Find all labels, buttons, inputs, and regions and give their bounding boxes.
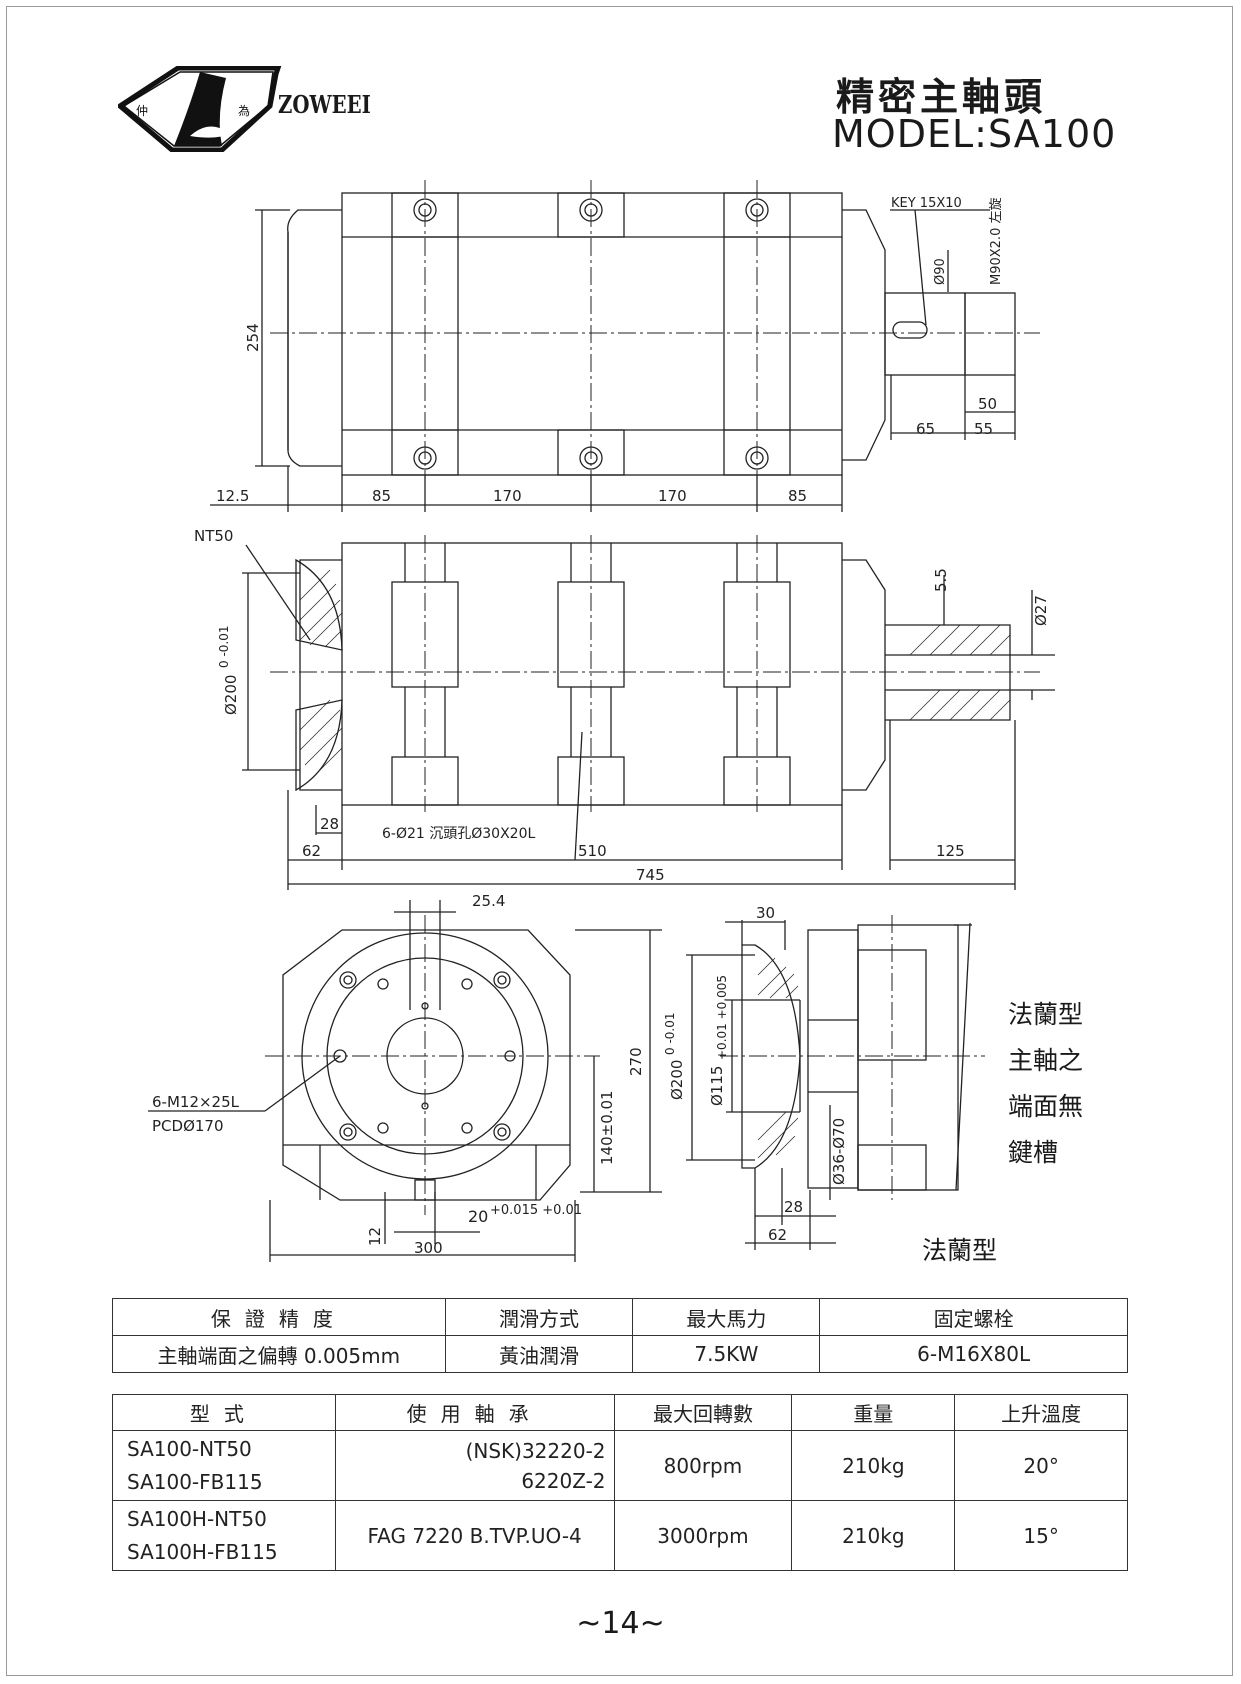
model-name: SA100-FB115	[127, 1469, 263, 1494]
spec-table: 保證精度 潤滑方式 最大馬力 固定螺栓 主軸端面之偏轉 0.005mm 黃油潤滑…	[112, 1298, 1128, 1373]
model-header-weight: 重量	[791, 1394, 956, 1431]
table-row: SA100H-NT50 SA100H-FB115 FAG 7220 B.TVP.…	[112, 1500, 1128, 1571]
note-line-4: 鍵槽	[1008, 1138, 1059, 1167]
dim-pcd: PCDØ170	[152, 1117, 224, 1135]
rpm-cell: 800rpm	[613, 1430, 793, 1501]
dim-510: 510	[578, 842, 607, 860]
front-view-outline	[282, 929, 571, 1201]
dim-20: 20	[468, 1207, 488, 1226]
temp-cell: 20°	[954, 1430, 1128, 1501]
model-header-temp: 上升溫度	[954, 1394, 1128, 1431]
model-cell: SA100H-NT50 SA100H-FB115	[112, 1500, 336, 1571]
page-title: 精密主軸頭	[836, 75, 1047, 119]
dim-28: 28	[320, 815, 339, 833]
logo-char-1: 仲	[136, 104, 148, 118]
dim-d36-70: Ø36-Ø70	[830, 1118, 848, 1185]
page-border	[6, 6, 1233, 1676]
note-line-1: 法蘭型	[1008, 1000, 1084, 1029]
dim-65: 65	[916, 420, 935, 438]
flange-label: 法蘭型	[922, 1236, 998, 1265]
dim-12: 12	[366, 1227, 384, 1246]
model-header-bearing: 使用軸承	[334, 1394, 615, 1431]
note-line-2: 主軸之	[1008, 1046, 1084, 1075]
dim-85-left: 85	[372, 487, 391, 505]
bearing-name: (NSK)32220-2	[465, 1438, 606, 1463]
spec-power: 7.5KW	[632, 1335, 821, 1373]
model-title: MODEL:SA100	[832, 112, 1117, 156]
dim-140: 140±0.01	[598, 1090, 616, 1165]
dim-d200-tol: 0 -0.01	[217, 626, 231, 669]
dim-62b: 62	[768, 1226, 787, 1244]
zoweei-logo: 仲 為	[118, 66, 282, 152]
model-table: 型式 使用軸承 最大回轉數 重量 上升溫度 SA100-NT50 SA100-F…	[112, 1394, 1128, 1571]
spec-header-bolt: 固定螺栓	[819, 1298, 1128, 1336]
dim-d115: Ø115	[708, 1066, 726, 1106]
bearing-cell: FAG 7220 B.TVP.UO-4	[334, 1500, 615, 1571]
dim-20-tol: +0.015 +0.01	[490, 1203, 582, 1218]
dim-270: 270	[627, 1047, 645, 1076]
spec-accuracy: 主軸端面之偏轉 0.005mm	[112, 1335, 446, 1373]
dim-nt50: NT50	[194, 527, 233, 545]
dim-d200b-tol: 0 -0.01	[663, 1013, 677, 1056]
table-row: SA100-NT50 SA100-FB115 (NSK)32220-2 6220…	[112, 1430, 1128, 1501]
bearing-name: FAG 7220 B.TVP.UO-4	[367, 1523, 582, 1548]
model-name: SA100H-FB115	[127, 1539, 278, 1564]
temp-cell: 15°	[954, 1500, 1128, 1571]
dim-d115-tol: +0.01 +0.005	[715, 975, 729, 1060]
model-header-type: 型式	[112, 1394, 336, 1431]
dim-170-right: 170	[658, 487, 687, 505]
weight-cell: 210kg	[791, 1430, 956, 1501]
dim-170-left: 170	[493, 487, 522, 505]
dim-125: 125	[936, 842, 965, 860]
model-name: SA100-NT50	[127, 1436, 252, 1461]
dim-5-5: 5.5	[932, 568, 950, 592]
model-name: SA100H-NT50	[127, 1506, 267, 1531]
model-cell: SA100-NT50 SA100-FB115	[112, 1430, 336, 1501]
dim-d200b: Ø200	[668, 1060, 686, 1100]
dim-300: 300	[414, 1239, 443, 1257]
dim-m12: 6-M12×25L	[152, 1093, 240, 1111]
dim-28b: 28	[784, 1198, 803, 1216]
dim-d27: Ø27	[1032, 595, 1050, 626]
technical-drawing: 254 12.5 85 170 170 85 65 50 55 KEY 15X1…	[148, 180, 1055, 1262]
weight-cell: 210kg	[791, 1500, 956, 1571]
rpm-cell: 3000rpm	[613, 1500, 793, 1571]
brand-name: ZOWEEI	[278, 90, 371, 119]
spec-bolt: 6-M16X80L	[819, 1335, 1128, 1373]
logo-char-2: 為	[238, 104, 250, 118]
spec-lubrication: 黃油潤滑	[444, 1335, 634, 1373]
dim-d90: Ø90	[933, 258, 948, 285]
dim-d200: Ø200	[222, 675, 240, 715]
page-number: ~14~	[576, 1606, 665, 1641]
dim-holes: 6-Ø21 沉頭孔Ø30X20L	[382, 826, 535, 842]
spec-header-power: 最大馬力	[632, 1298, 821, 1336]
note-line-3: 端面無	[1008, 1092, 1084, 1121]
dim-85-right: 85	[788, 487, 807, 505]
dim-thread: M90X2.0 左旋	[989, 198, 1004, 285]
spec-header-lubrication: 潤滑方式	[444, 1298, 634, 1336]
dim-12-5: 12.5	[216, 487, 249, 505]
dim-62: 62	[302, 842, 321, 860]
dim-745: 745	[636, 866, 665, 884]
flange-side-note: 法蘭型 主軸之 端面無 鍵槽	[1008, 992, 1083, 1176]
model-header-rpm: 最大回轉數	[613, 1394, 793, 1431]
dim-key: KEY 15X10	[891, 196, 962, 211]
dim-30: 30	[756, 904, 775, 922]
bearing-name: 6220Z-2	[521, 1468, 606, 1493]
spec-header-accuracy: 保證精度	[112, 1298, 446, 1336]
dim-254: 254	[244, 323, 262, 352]
dim-25-4: 25.4	[472, 892, 505, 910]
dim-55: 55	[974, 420, 993, 438]
bearing-cell: (NSK)32220-2 6220Z-2	[334, 1430, 615, 1501]
top-view-body	[341, 192, 843, 476]
dim-50: 50	[978, 395, 997, 413]
